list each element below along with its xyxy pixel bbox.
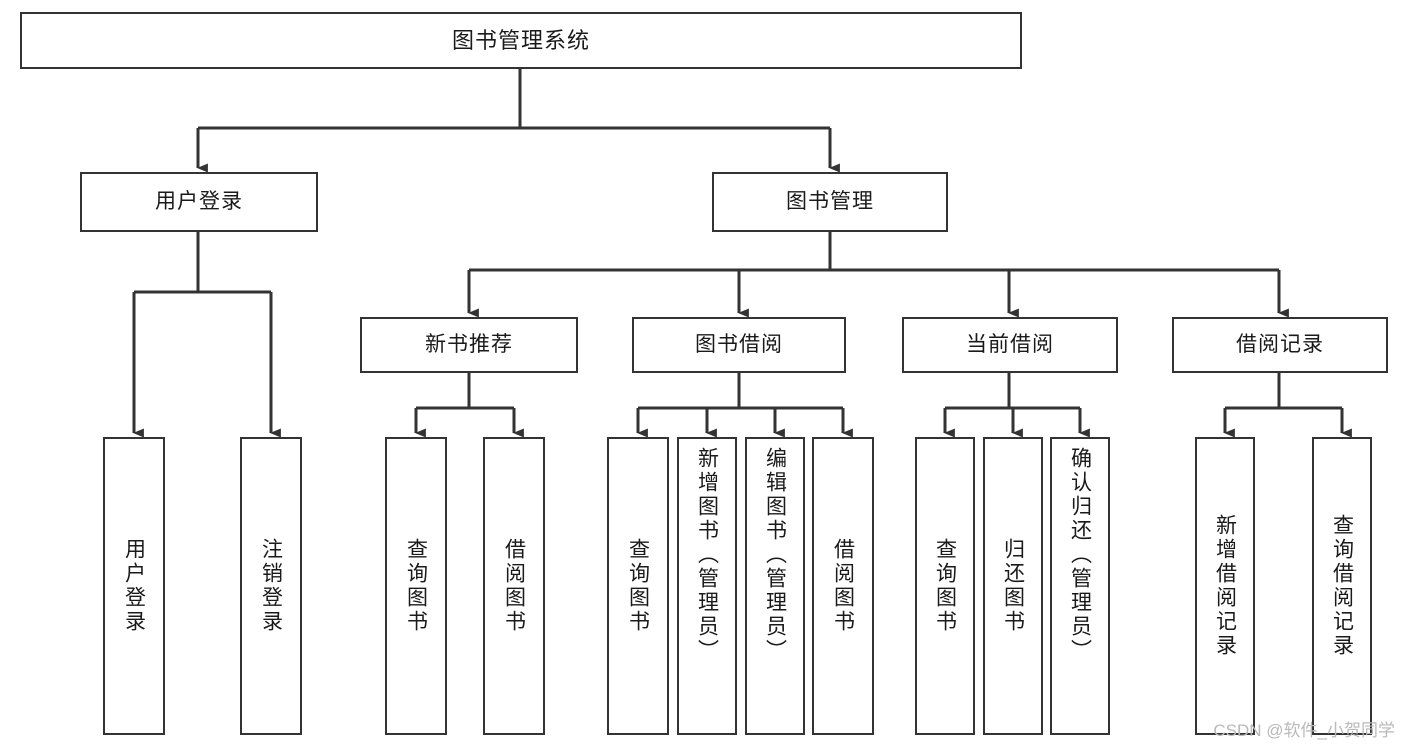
- node-label: 新书推荐: [425, 332, 513, 356]
- node-leaf-borrow-book-2[interactable]: 借阅图书: [812, 437, 874, 735]
- node-label: 编辑图书（管理员）: [763, 447, 787, 663]
- node-label: 图书管理: [786, 189, 874, 213]
- node-new-book-recommend[interactable]: 新书推荐: [360, 317, 578, 373]
- node-label: 查询借阅记录: [1330, 514, 1354, 658]
- node-label: 查询图书: [404, 538, 428, 634]
- node-label: 查询图书: [626, 538, 650, 634]
- node-label: 新增借阅记录: [1213, 514, 1237, 658]
- node-label: 用户登录: [155, 189, 243, 213]
- node-label: 当前借阅: [966, 332, 1054, 356]
- node-leaf-return-book[interactable]: 归还图书: [983, 437, 1043, 735]
- csdn-watermark: CSDN @软件_小贺同学: [1213, 721, 1395, 740]
- node-leaf-borrow-book-1[interactable]: 借阅图书: [483, 437, 545, 735]
- node-borrow-record[interactable]: 借阅记录: [1172, 317, 1388, 373]
- node-leaf-add-record[interactable]: 新增借阅记录: [1195, 437, 1255, 735]
- node-label: 图书管理系统: [451, 27, 590, 53]
- node-leaf-user-login[interactable]: 用户登录: [103, 437, 165, 735]
- node-book-manage[interactable]: 图书管理: [712, 172, 948, 232]
- node-root-library-management-system[interactable]: 图书管理系统: [20, 12, 1022, 69]
- node-leaf-query-book-2[interactable]: 查询图书: [607, 437, 669, 735]
- node-leaf-query-book-3[interactable]: 查询图书: [915, 437, 975, 735]
- node-label: 确认归还（管理员）: [1068, 447, 1092, 663]
- node-leaf-logout[interactable]: 注销登录: [240, 437, 302, 735]
- node-label: 注销登录: [259, 538, 283, 634]
- node-leaf-add-book[interactable]: 新增图书（管理员）: [677, 437, 737, 735]
- node-leaf-query-book-1[interactable]: 查询图书: [385, 437, 447, 735]
- node-current-borrow[interactable]: 当前借阅: [902, 317, 1118, 373]
- node-label: 借阅图书: [502, 538, 526, 634]
- node-label: 借阅记录: [1236, 332, 1324, 356]
- node-leaf-confirm-return[interactable]: 确认归还（管理员）: [1050, 437, 1110, 735]
- node-label: 查询图书: [933, 538, 957, 634]
- node-leaf-query-record[interactable]: 查询借阅记录: [1312, 437, 1372, 735]
- node-leaf-edit-book[interactable]: 编辑图书（管理员）: [745, 437, 805, 735]
- node-label: 归还图书: [1001, 538, 1025, 634]
- node-label: 用户登录: [122, 538, 146, 634]
- node-book-borrow[interactable]: 图书借阅: [632, 317, 846, 373]
- node-label: 图书借阅: [695, 332, 783, 356]
- node-label: 借阅图书: [831, 538, 855, 634]
- node-user-login[interactable]: 用户登录: [80, 172, 318, 232]
- node-label: 新增图书（管理员）: [695, 447, 719, 663]
